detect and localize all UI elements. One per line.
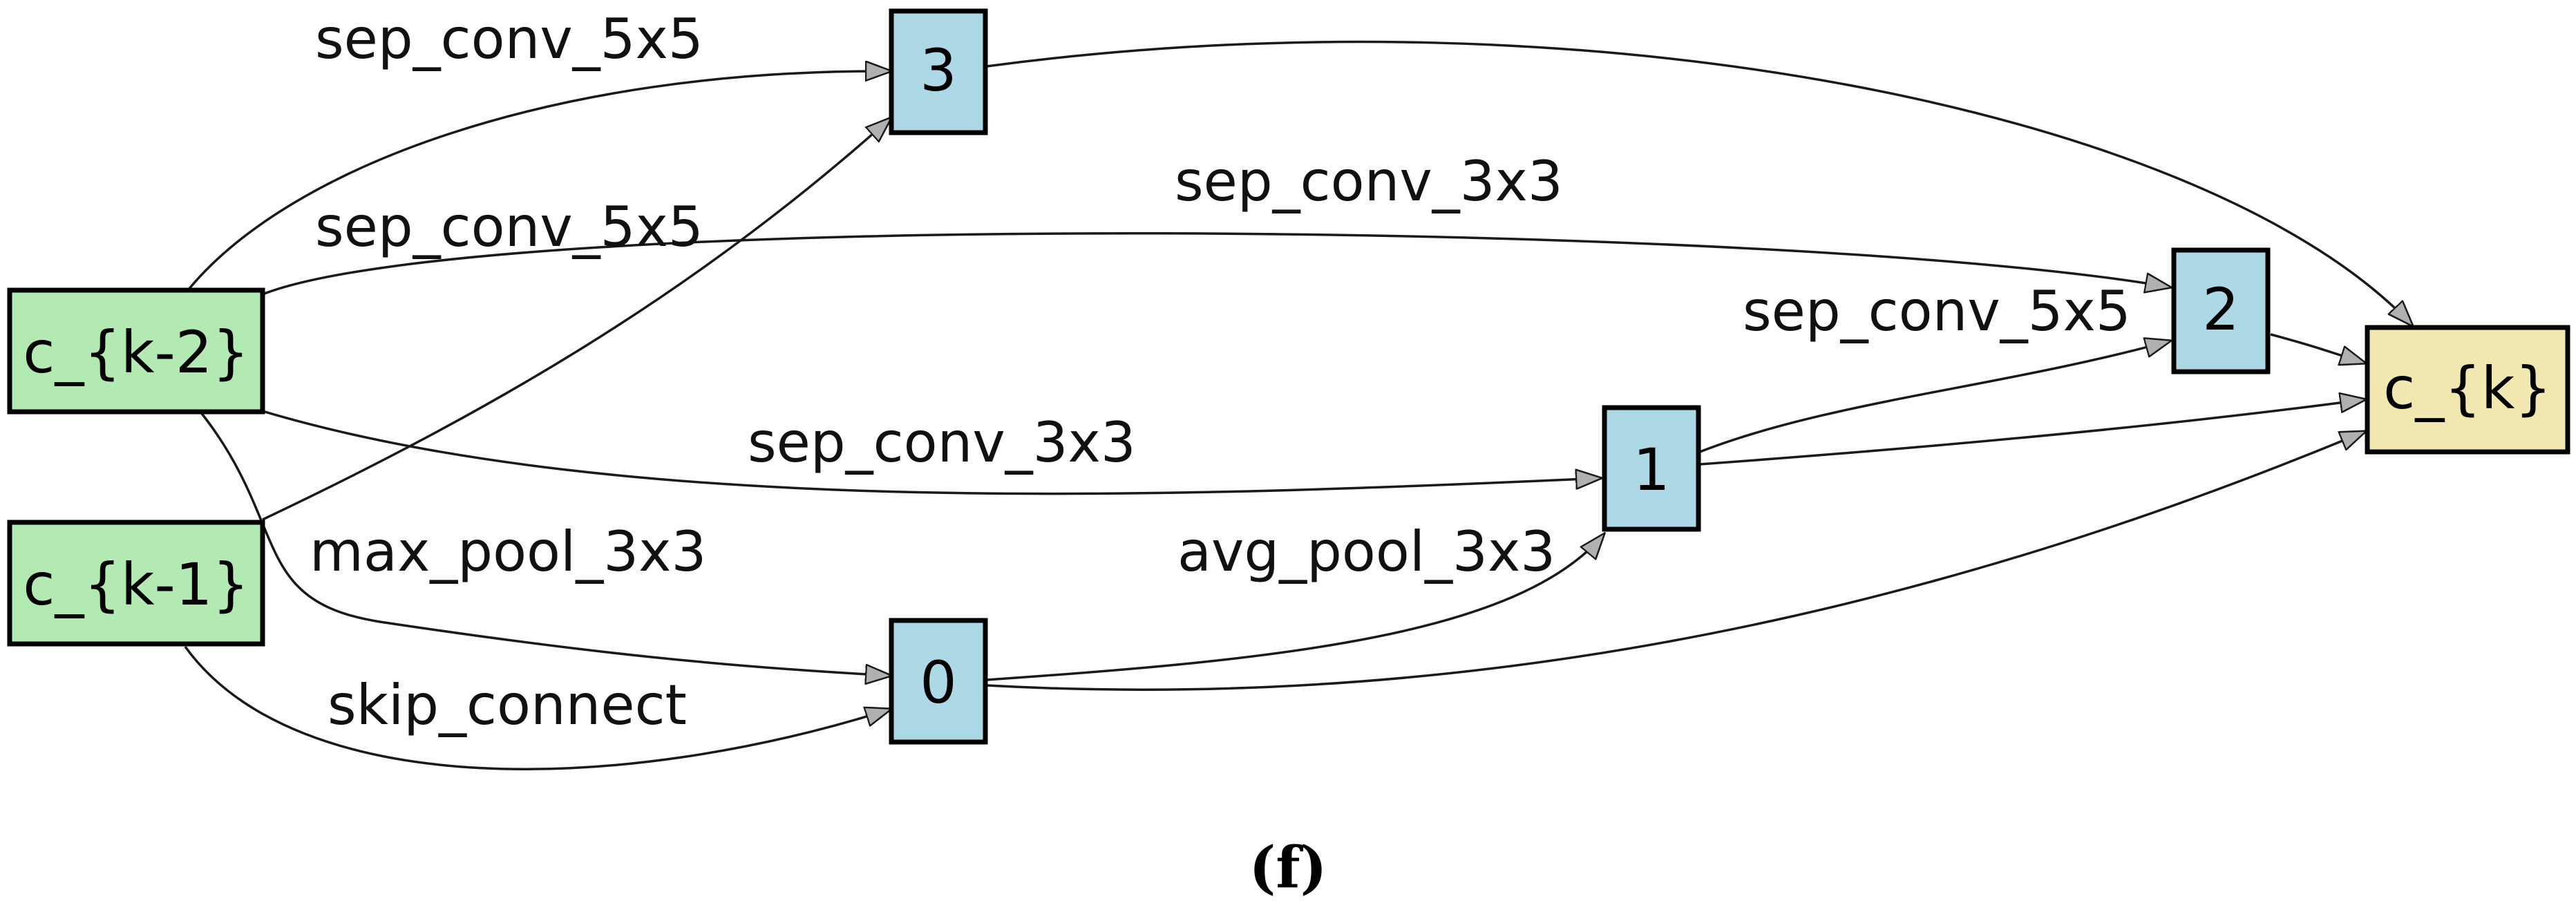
edge-0-to-ck: [986, 431, 2366, 691]
node-c-k-label: c_{k}: [2383, 354, 2552, 422]
node-c-k: c_{k}: [2365, 325, 2570, 455]
edge-3-to-ck: [986, 40, 2413, 326]
node-c-k-2-label: c_{k-2}: [23, 319, 249, 386]
edge-label-1-to-2: sep_conv_3x3: [1175, 149, 1563, 213]
edge-label-ck2-to-3: sep_conv_5x5: [315, 7, 703, 71]
edge-label-0-to-1: avg_pool_3x3: [1177, 520, 1555, 584]
edge-1-to-2: [1699, 341, 2171, 453]
node-2: 2: [2171, 247, 2271, 374]
node-c-k-1-label: c_{k-1}: [23, 551, 249, 618]
edge-ck2-to-3: [187, 71, 891, 292]
node-c-k-box: [2365, 325, 2570, 455]
node-0-box: [889, 618, 988, 745]
node-3: 3: [889, 8, 988, 135]
edge-ck2-to-2: [262, 231, 2171, 296]
node-1-box: [1602, 405, 1701, 532]
edge-2-to-ck: [2270, 333, 2366, 363]
edge-ck1-to-0: [184, 645, 891, 770]
node-2-label: 2: [2202, 276, 2239, 343]
nodes: c_{k-2} c_{k-1} 0 1 2 3 c_{k}: [7, 8, 2570, 745]
edge-labels: sep_conv_5x5 sep_conv_5x5 sep_conv_3x3 m…: [310, 7, 2131, 737]
edge-ck2-to-0: [199, 410, 891, 676]
node-c-k-2-box: [7, 287, 265, 415]
edge-label-2-sep-conv-5x5: sep_conv_5x5: [1743, 279, 2131, 343]
edge-1-to-ck: [1699, 399, 2366, 466]
node-c-k-1: c_{k-1}: [7, 520, 265, 647]
edge-label-ck2-to-1: sep_conv_3x3: [748, 410, 1136, 475]
node-2-box: [2171, 247, 2271, 374]
edge-ck1-to-3: [262, 117, 891, 521]
edge-label-ck2-to-2: sep_conv_5x5: [315, 195, 703, 259]
edges: [184, 40, 2413, 770]
node-1-label: 1: [1633, 436, 1669, 504]
node-c-k-1-box: [7, 520, 265, 647]
node-3-label: 3: [920, 37, 956, 104]
edge-label-ck2-to-0: max_pool_3x3: [310, 520, 706, 584]
node-1: 1: [1602, 405, 1701, 532]
node-0-label: 0: [920, 649, 956, 716]
edge-ck2-to-1: [262, 410, 1602, 495]
node-3-box: [889, 8, 988, 135]
node-c-k-2: c_{k-2}: [7, 287, 265, 415]
node-0: 0: [889, 618, 988, 745]
edge-label-ck1-to-0: skip_connect: [328, 673, 687, 737]
figure-caption: (f): [1249, 835, 1327, 901]
edge-0-to-1: [986, 533, 1604, 681]
